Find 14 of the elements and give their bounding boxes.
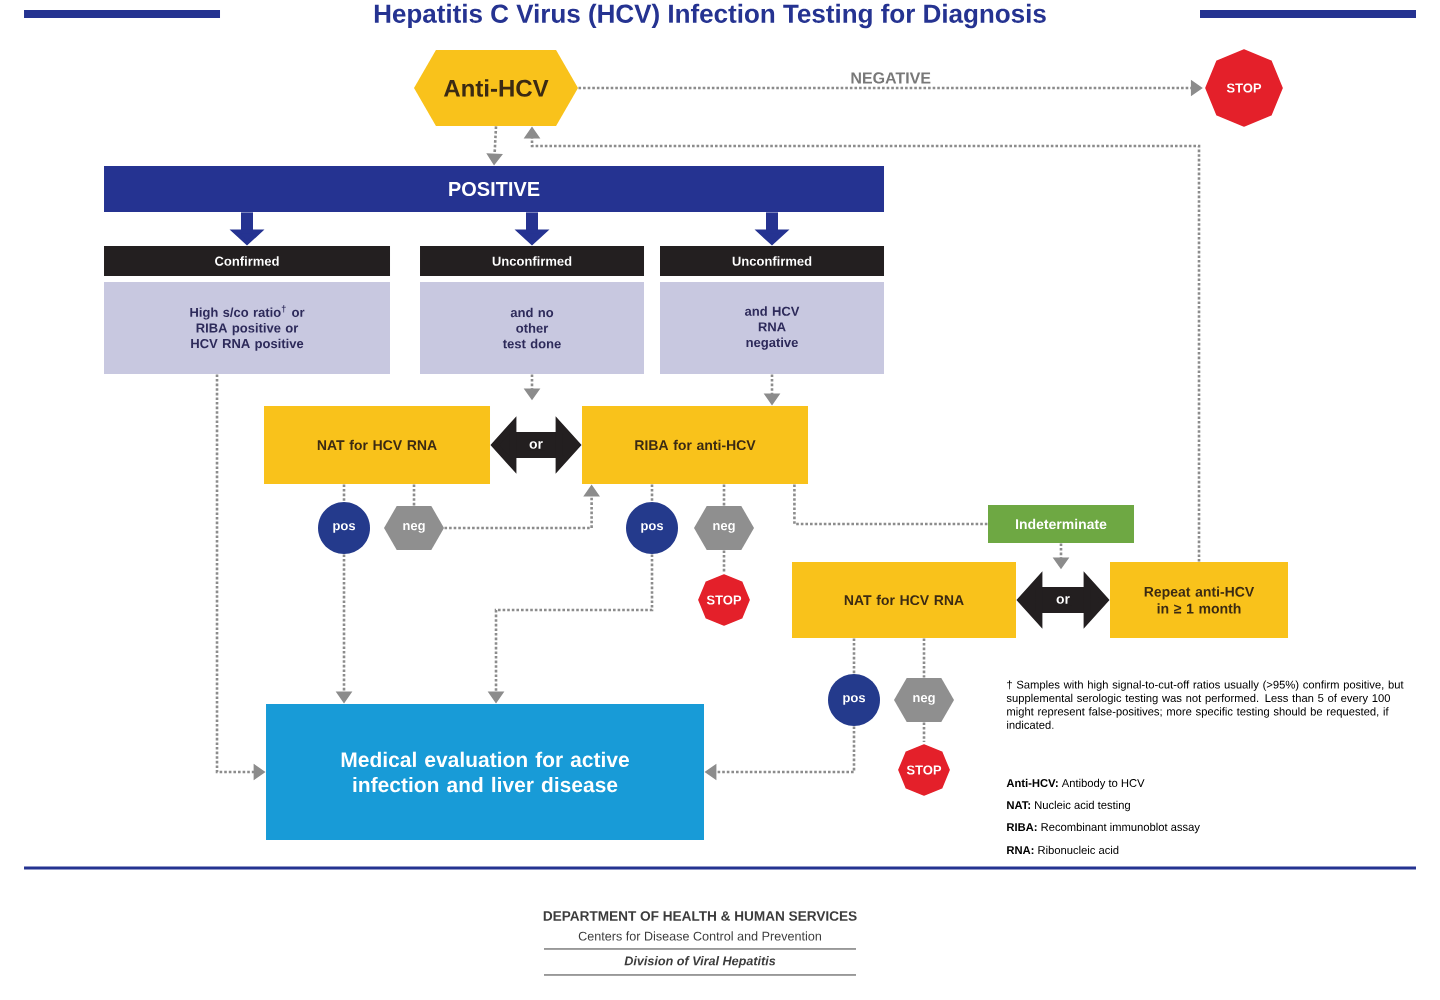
outcome-box: Medical evaluation for active infection and liver disease xyxy=(266,704,704,840)
connector xyxy=(342,484,346,502)
connector xyxy=(650,484,654,502)
result-band: POSITIVE xyxy=(104,166,884,212)
start-hexagon: Anti-HCV xyxy=(414,50,578,126)
connector xyxy=(722,550,726,572)
connector xyxy=(722,484,726,506)
connector xyxy=(922,722,926,742)
connector xyxy=(922,638,926,678)
connector xyxy=(793,484,988,526)
title: Hepatitis C Virus (HCV) Infection Testing for Diagnosis xyxy=(374,3,1046,29)
connector xyxy=(412,484,416,506)
edge-label: NEGATIVE xyxy=(848,70,933,86)
connector xyxy=(852,638,856,674)
